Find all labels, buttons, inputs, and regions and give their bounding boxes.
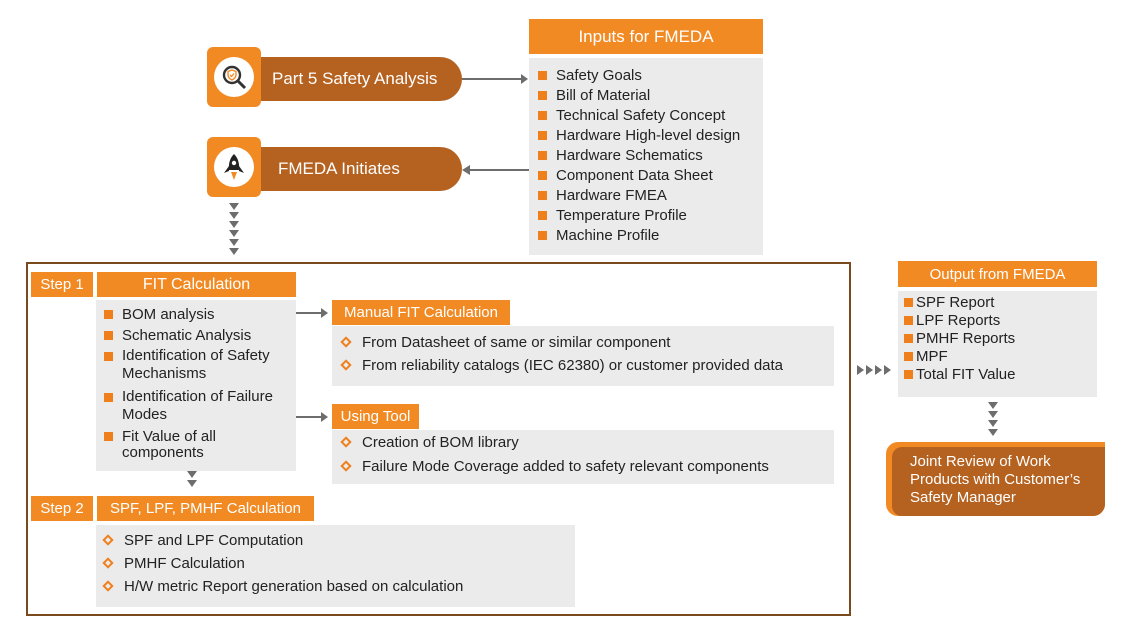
input-item: Hardware High-level design bbox=[538, 126, 763, 146]
arrowhead bbox=[521, 74, 528, 84]
step1-item: BOM analysis bbox=[104, 305, 296, 325]
inputs-title: Inputs for FMEDA bbox=[529, 19, 763, 54]
output-to-review-arrow bbox=[988, 402, 998, 436]
input-item: Technical Safety Concept bbox=[538, 106, 763, 126]
safety-analysis-pill: Part 5 Safety Analysis bbox=[236, 57, 462, 101]
arrow-to-tool bbox=[296, 416, 322, 418]
safety-analysis-label: Part 5 Safety Analysis bbox=[272, 69, 438, 88]
output-item: PMHF Reports bbox=[904, 330, 1097, 348]
arrowhead bbox=[321, 308, 328, 318]
step1-item: Identification of Failure Modes bbox=[104, 388, 296, 424]
down-arrow-chain bbox=[229, 203, 239, 255]
fmeda-initiates-icon-box bbox=[207, 137, 261, 197]
shield-magnifier-icon bbox=[214, 57, 254, 97]
step-1-panel: BOM analysis Schematic Analysis Identifi… bbox=[96, 300, 296, 471]
bullet-square-icon bbox=[904, 334, 913, 343]
step1-item: Fit Value of all components bbox=[104, 429, 296, 461]
step1-to-step2-arrow bbox=[187, 471, 197, 487]
manual-item: From reliability catalogs (IEC 62380) or… bbox=[338, 356, 834, 376]
arrow-inputs-to-initiates bbox=[470, 169, 530, 171]
spf-lpf-pmhf-title: SPF, LPF, PMHF Calculation bbox=[97, 496, 314, 521]
safety-analysis-icon-box bbox=[207, 47, 261, 107]
manual-fit-title: Manual FIT Calculation bbox=[332, 300, 510, 325]
bullet-square-icon bbox=[904, 298, 913, 307]
bullet-square-icon bbox=[538, 211, 547, 220]
step-1-tag: Step 1 bbox=[31, 272, 93, 297]
step2-item: H/W metric Report generation based on ca… bbox=[100, 577, 575, 597]
step-2-tag: Step 2 bbox=[31, 496, 93, 521]
arrow-analysis-to-inputs bbox=[462, 78, 522, 80]
bullet-square-icon bbox=[904, 352, 913, 361]
tool-item: Creation of BOM library bbox=[338, 433, 834, 453]
manual-fit-panel: From Datasheet of same or similar compon… bbox=[332, 326, 834, 386]
bullet-square-icon bbox=[538, 171, 547, 180]
output-item: MPF bbox=[904, 348, 1097, 366]
bullet-square-icon bbox=[538, 91, 547, 100]
input-item: Safety Goals bbox=[538, 66, 763, 86]
input-item: Hardware FMEA bbox=[538, 186, 763, 206]
using-tool-title: Using Tool bbox=[332, 404, 419, 429]
joint-review-text: Joint Review of Work Products with Custo… bbox=[910, 453, 1081, 506]
input-item: Bill of Material bbox=[538, 86, 763, 106]
output-item: Total FIT Value bbox=[904, 366, 1097, 384]
bullet-square-icon bbox=[538, 191, 547, 200]
input-item: Hardware Schematics bbox=[538, 146, 763, 166]
step1-item: Schematic Analysis bbox=[104, 326, 296, 346]
fmeda-initiates-pill: FMEDA Initiates bbox=[236, 147, 462, 191]
output-item: LPF Reports bbox=[904, 312, 1097, 330]
arrow-to-manual bbox=[296, 312, 322, 314]
arrowhead bbox=[462, 165, 470, 175]
step1-item: Identification of Safety Mechanisms bbox=[104, 347, 296, 383]
input-item: Machine Profile bbox=[538, 226, 763, 246]
arrowhead bbox=[321, 412, 328, 422]
fit-calculation-title: FIT Calculation bbox=[97, 272, 296, 297]
bullet-square-icon bbox=[538, 151, 547, 160]
output-item: SPF Report bbox=[904, 294, 1097, 312]
bullet-square-icon bbox=[538, 111, 547, 120]
bullet-square-icon bbox=[904, 316, 913, 325]
output-title: Output from FMEDA bbox=[898, 261, 1097, 287]
frame-to-output-arrow bbox=[857, 365, 891, 375]
step2-item: SPF and LPF Computation bbox=[100, 531, 575, 551]
tool-item: Failure Mode Coverage added to safety re… bbox=[338, 457, 834, 477]
step2-item: PMHF Calculation bbox=[100, 554, 575, 574]
rocket-icon bbox=[214, 147, 254, 187]
joint-review-inner: Joint Review of Work Products with Custo… bbox=[892, 447, 1105, 516]
manual-item: From Datasheet of same or similar compon… bbox=[338, 333, 834, 353]
bullet-square-icon bbox=[538, 231, 547, 240]
bullet-square-icon bbox=[904, 370, 913, 379]
fmeda-initiates-label: FMEDA Initiates bbox=[278, 159, 400, 178]
bullet-square-icon bbox=[538, 71, 547, 80]
input-item: Component Data Sheet bbox=[538, 166, 763, 186]
using-tool-panel: Creation of BOM library Failure Mode Cov… bbox=[332, 430, 834, 484]
fmeda-process-frame bbox=[26, 262, 851, 616]
input-item: Temperature Profile bbox=[538, 206, 763, 226]
bullet-square-icon bbox=[538, 131, 547, 140]
step-2-panel: SPF and LPF Computation PMHF Calculation… bbox=[96, 525, 575, 607]
